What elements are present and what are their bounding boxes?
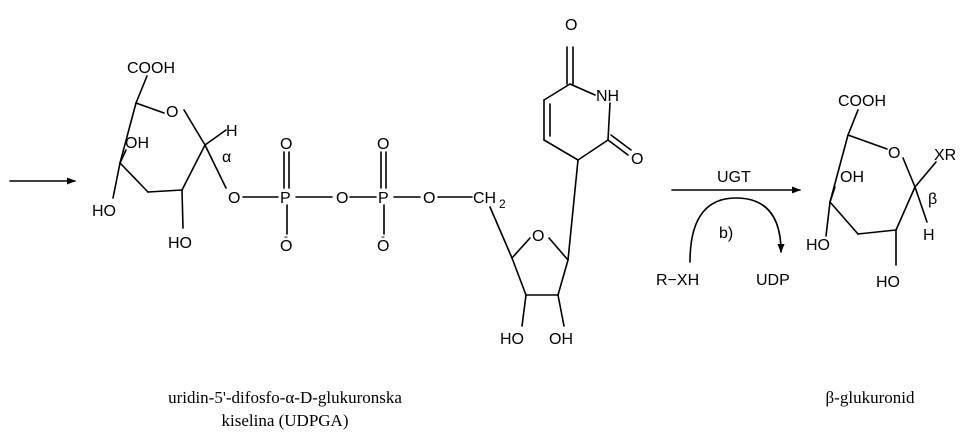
udpga-glycosidic-oxygen: O (228, 190, 240, 207)
udpga-ho-bottom-label: HO (168, 235, 192, 252)
product-beta-label: β (928, 191, 937, 208)
udpga-caption: uridin-5'-difosfo-α-D-glukuronska kiseli… (100, 386, 470, 432)
udpga-oh-label: OH (125, 135, 149, 152)
ribose-ho-label: HO (500, 331, 524, 348)
ribose-ring (489, 159, 579, 327)
product-ho-left-label: HO (806, 237, 830, 254)
phosphorus-2-oxide: O (377, 238, 389, 255)
phosphorus-2-charge: - (381, 229, 385, 243)
udpga-anomeric-h: H (226, 123, 238, 140)
udpga-ring-oxygen: O (166, 104, 178, 121)
product-ring (825, 109, 937, 266)
product-caption: β-glukuronid (825, 388, 915, 407)
udpga-caption-line2: kiselina (UDPGA) (221, 411, 349, 430)
product-h-label: H (923, 227, 935, 244)
phosphorus-1-charge: - (284, 229, 288, 243)
methylene-label: CH (473, 190, 496, 207)
udpga-cooh-label: COOH (127, 60, 175, 77)
base-ring (543, 46, 632, 161)
phosphate-bridge-oxygen: O (336, 190, 348, 207)
phosphorus-1-oxo: O (280, 136, 292, 153)
methylene-subscript: 2 (499, 197, 506, 211)
ribose-oh-label: OH (549, 331, 573, 348)
base-carbonyl-top: O (565, 17, 577, 34)
phosphorus-2: P (378, 190, 389, 207)
product-oh-label: OH (840, 169, 864, 186)
udpga-alpha-label: α (222, 149, 231, 166)
product-xr-label: XR (934, 147, 956, 164)
base-nh-label: NH (596, 88, 619, 105)
ester-oxygen: O (423, 190, 435, 207)
product-ring-oxygen: O (888, 145, 900, 162)
phosphorus-1: P (280, 190, 291, 207)
substrate-label: R−XH (656, 272, 699, 289)
ribose-oxygen: O (532, 228, 544, 245)
product-cooh-label: COOH (838, 93, 886, 110)
udpga-caption-line1: uridin-5'-difosfo-α-D-glukuronska (168, 388, 402, 407)
step-label: b) (719, 225, 733, 242)
product-ho-bottom-label: HO (876, 274, 900, 291)
cofactor-curved-arrow (689, 197, 785, 263)
base-carbonyl-right: O (631, 151, 643, 168)
udp-label: UDP (756, 272, 790, 289)
udpga-ho-left-label: HO (92, 203, 116, 220)
udpga-glucuronic-ring (112, 75, 227, 229)
diphosphate-chain (242, 151, 473, 235)
phosphorus-1-oxide: O (280, 238, 292, 255)
enzyme-label: UGT (717, 169, 751, 186)
phosphorus-2-oxo: O (377, 136, 389, 153)
